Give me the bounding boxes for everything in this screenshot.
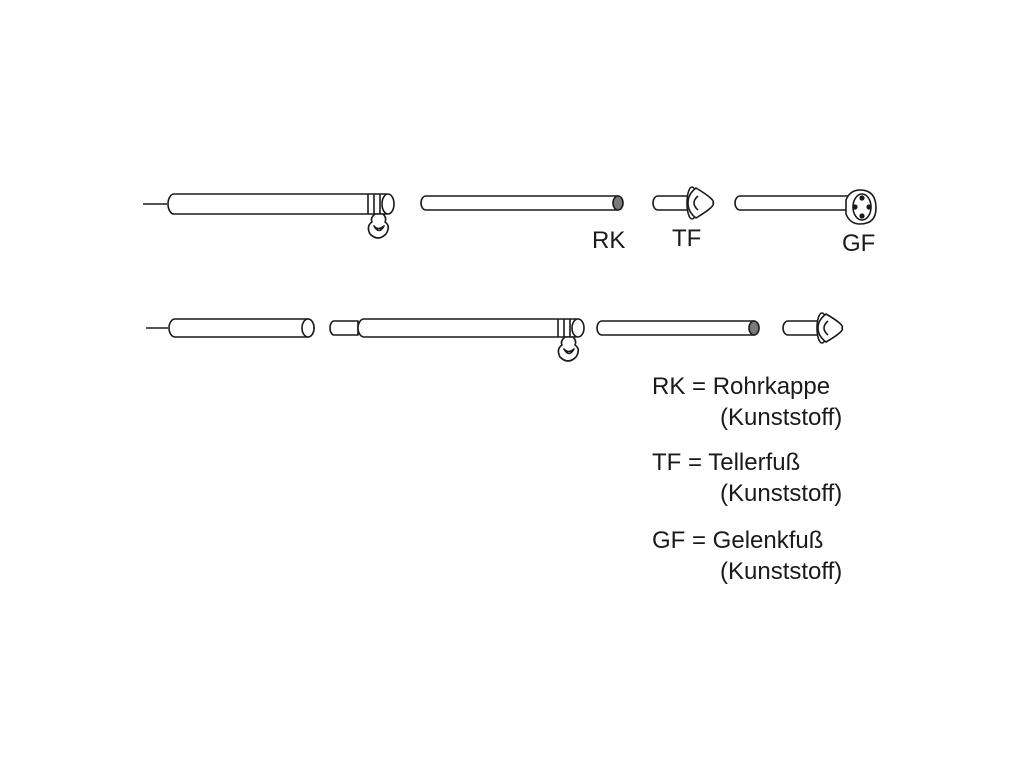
row-2-second-tube xyxy=(357,318,583,338)
row-2-outer-tube xyxy=(146,318,315,338)
tf-stem xyxy=(652,195,689,211)
row-2-tf-part xyxy=(782,312,844,344)
legend-tf-material: (Kunststoff) xyxy=(720,480,843,507)
row-2-third-tube xyxy=(596,320,755,336)
legend-rk-material: (Kunststoff) xyxy=(720,404,843,431)
tf-stem xyxy=(782,320,819,336)
legend-gf-term: GF = Gelenkfuß xyxy=(652,527,824,554)
row-1-tf-part xyxy=(652,186,715,220)
clamp-lever-icon xyxy=(557,336,580,362)
rk-cap-icon xyxy=(748,320,760,336)
row-1-gf-part xyxy=(734,189,877,225)
middle-tube xyxy=(420,195,619,211)
legend-rk-term: RK = Rohrkappe xyxy=(652,373,831,400)
row-1-tube-with-rk xyxy=(420,195,624,211)
label-gf: GF xyxy=(842,230,876,257)
gf-tube xyxy=(734,195,851,211)
row-2-insert-stem xyxy=(329,320,359,336)
legend-tf-term: TF = Tellerfuß xyxy=(652,449,801,476)
tf-foot-icon xyxy=(817,313,844,343)
label-tf: TF xyxy=(672,225,702,252)
rk-cap-icon xyxy=(612,195,624,211)
label-rk: RK xyxy=(592,227,626,254)
row-2-clamp-tube xyxy=(329,318,585,362)
legend-gf-material: (Kunststoff) xyxy=(720,558,843,585)
pole-outer-tube xyxy=(167,193,393,215)
clamp-lever-icon xyxy=(367,213,390,239)
row-1-telescopic-pole xyxy=(143,193,395,239)
row-2-tube-with-rk xyxy=(596,320,760,336)
row-2-first-tube xyxy=(168,318,315,338)
tf-foot-icon xyxy=(687,187,715,219)
